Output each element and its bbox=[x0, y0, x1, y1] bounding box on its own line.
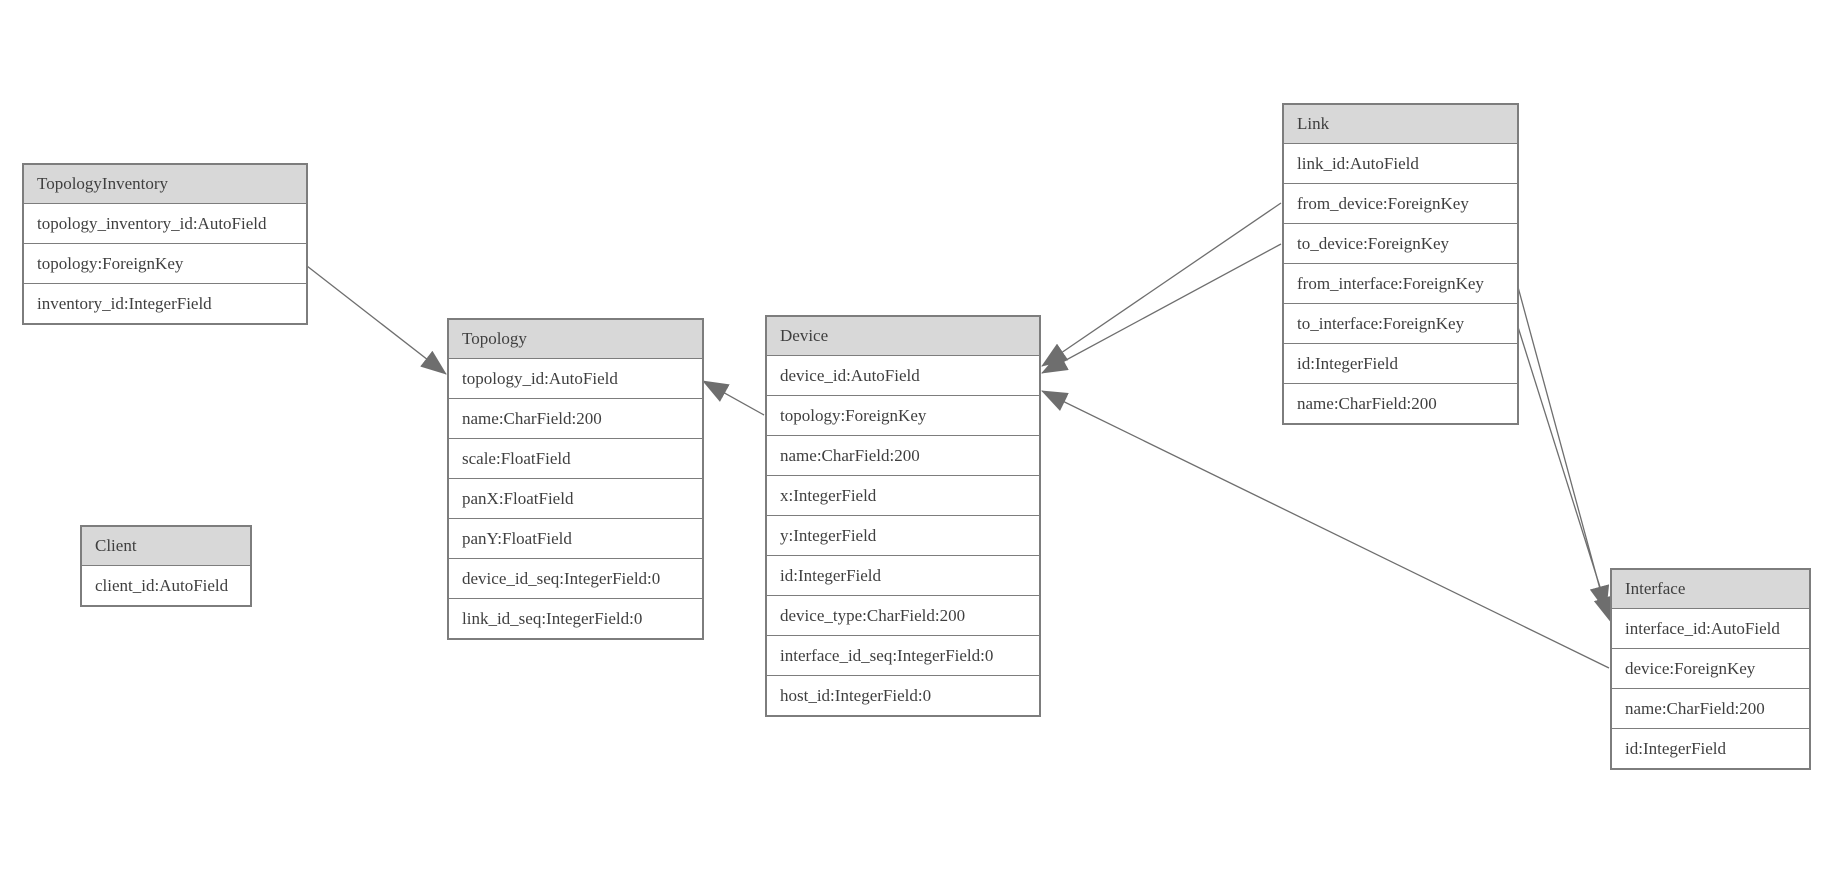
field-inventory-id: inventory_id:IntegerField bbox=[24, 284, 306, 323]
field-name: name:CharField:200 bbox=[767, 436, 1039, 476]
field-interface-id-seq: interface_id_seq:IntegerField:0 bbox=[767, 636, 1039, 676]
field-id: id:IntegerField bbox=[767, 556, 1039, 596]
field-name: name:CharField:200 bbox=[449, 399, 702, 439]
entity-interface[interactable]: Interface interface_id:AutoField device:… bbox=[1610, 568, 1811, 770]
entity-client[interactable]: Client client_id:AutoField bbox=[80, 525, 252, 607]
entity-link[interactable]: Link link_id:AutoField from_device:Forei… bbox=[1282, 103, 1519, 425]
connector-link-todevice-device bbox=[1041, 243, 1282, 374]
field-link-id: link_id:AutoField bbox=[1284, 144, 1517, 184]
field-y: y:IntegerField bbox=[767, 516, 1039, 556]
field-id: id:IntegerField bbox=[1612, 729, 1809, 768]
field-to-interface: to_interface:ForeignKey bbox=[1284, 304, 1517, 344]
connector-link-fromdevice-device bbox=[1041, 202, 1282, 367]
field-device-type: device_type:CharField:200 bbox=[767, 596, 1039, 636]
field-name: name:CharField:200 bbox=[1612, 689, 1809, 729]
field-device-id-seq: device_id_seq:IntegerField:0 bbox=[449, 559, 702, 599]
entity-topology[interactable]: Topology topology_id:AutoField name:Char… bbox=[447, 318, 704, 640]
field-x: x:IntegerField bbox=[767, 476, 1039, 516]
entity-topology-inventory[interactable]: TopologyInventory topology_inventory_id:… bbox=[22, 163, 308, 325]
field-device-fk: device:ForeignKey bbox=[1612, 649, 1809, 689]
connector-link-tointerface-interface bbox=[1517, 326, 1614, 623]
entity-link-title: Link bbox=[1284, 105, 1517, 144]
connector-link-frominterface-interface bbox=[1517, 286, 1610, 612]
field-interface-id: interface_id:AutoField bbox=[1612, 609, 1809, 649]
entity-client-title: Client bbox=[82, 527, 250, 566]
entity-topology-title: Topology bbox=[449, 320, 702, 359]
field-topology-inventory-id: topology_inventory_id:AutoField bbox=[24, 204, 306, 244]
field-to-device: to_device:ForeignKey bbox=[1284, 224, 1517, 264]
field-panx: panX:FloatField bbox=[449, 479, 702, 519]
field-topology-fk: topology:ForeignKey bbox=[767, 396, 1039, 436]
entity-device[interactable]: Device device_id:AutoField topology:Fore… bbox=[765, 315, 1041, 717]
field-link-id-seq: link_id_seq:IntegerField:0 bbox=[449, 599, 702, 638]
field-name: name:CharField:200 bbox=[1284, 384, 1517, 423]
field-scale: scale:FloatField bbox=[449, 439, 702, 479]
entity-interface-title: Interface bbox=[1612, 570, 1809, 609]
field-id: id:IntegerField bbox=[1284, 344, 1517, 384]
field-device-id: device_id:AutoField bbox=[767, 356, 1039, 396]
connector-device-topology bbox=[702, 380, 765, 416]
field-pany: panY:FloatField bbox=[449, 519, 702, 559]
field-client-id: client_id:AutoField bbox=[82, 566, 250, 605]
field-from-interface: from_interface:ForeignKey bbox=[1284, 264, 1517, 304]
entity-topology-inventory-title: TopologyInventory bbox=[24, 165, 306, 204]
field-host-id: host_id:IntegerField:0 bbox=[767, 676, 1039, 715]
field-from-device: from_device:ForeignKey bbox=[1284, 184, 1517, 224]
field-topology-id: topology_id:AutoField bbox=[449, 359, 702, 399]
entity-device-title: Device bbox=[767, 317, 1039, 356]
connector-topologyinventory-topology bbox=[306, 265, 447, 375]
field-topology-fk: topology:ForeignKey bbox=[24, 244, 306, 284]
connector-interface-device bbox=[1041, 390, 1610, 669]
